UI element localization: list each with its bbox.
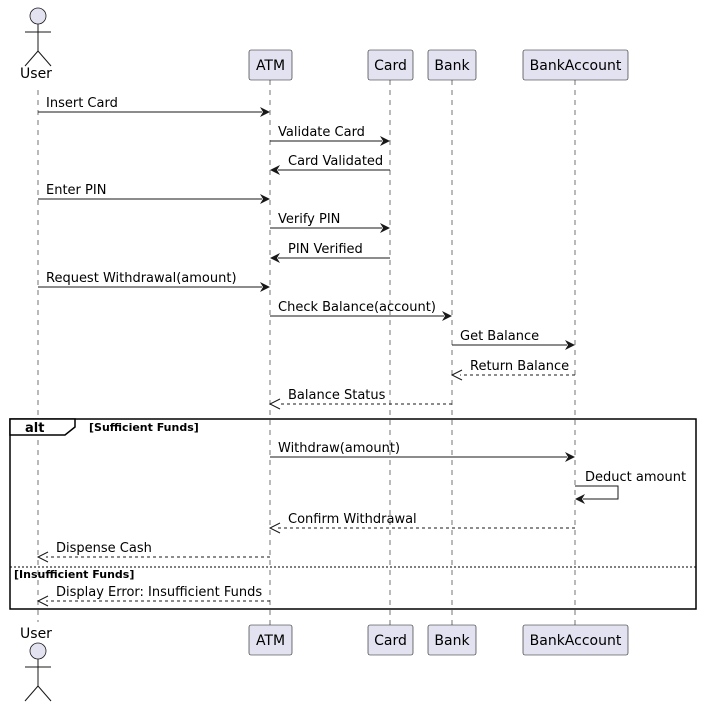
message-return-balance: Return Balance xyxy=(450,359,575,381)
message-confirm-withdrawal: Confirm Withdrawal xyxy=(268,512,575,534)
message-label: Verify PIN xyxy=(278,212,340,227)
participant-bank-label: Bank xyxy=(434,633,470,649)
message-label: Validate Card xyxy=(278,125,365,140)
participant-atm-bottom: ATM xyxy=(248,624,293,656)
lifelines xyxy=(37,80,576,626)
message-validate-card: Validate Card xyxy=(270,125,390,146)
message-label: Dispense Cash xyxy=(56,541,152,556)
message-label: Display Error: Insufficient Funds xyxy=(56,585,262,600)
alt-fragment: alt [Sufficient Funds] [Insufficient Fun… xyxy=(9,418,697,610)
messages: Insert Card Validate Card Card Validated… xyxy=(36,96,686,607)
message-label: Return Balance xyxy=(470,359,569,374)
participant-card-bottom: Card xyxy=(367,624,414,656)
alt-frame xyxy=(9,418,697,610)
message-label: Card Validated xyxy=(288,154,383,169)
message-pin-verified: PIN Verified xyxy=(270,242,390,263)
participant-card-label: Card xyxy=(374,58,407,74)
message-label: Withdraw(amount) xyxy=(278,441,400,456)
participant-bank-top: Bank xyxy=(427,49,477,81)
actor-label-bottom: User xyxy=(20,626,52,642)
message-label: Confirm Withdrawal xyxy=(288,512,417,527)
participant-bankaccount-label: BankAccount xyxy=(530,58,622,74)
message-label: Balance Status xyxy=(288,388,386,403)
message-card-validated: Card Validated xyxy=(270,154,390,175)
message-withdraw: Withdraw(amount) xyxy=(270,441,575,462)
actor-user-top: User xyxy=(20,7,52,82)
participant-atm-top: ATM xyxy=(248,49,293,81)
message-label: Get Balance xyxy=(460,329,539,344)
message-balance-status: Balance Status xyxy=(268,388,452,410)
message-label: PIN Verified xyxy=(288,242,363,257)
message-label: Request Withdrawal(amount) xyxy=(46,271,237,286)
message-request-withdrawal: Request Withdrawal(amount) xyxy=(38,271,270,292)
participant-bankaccount-top: BankAccount xyxy=(522,49,629,81)
participant-atm-label: ATM xyxy=(256,58,285,74)
message-enter-pin: Enter PIN xyxy=(38,183,270,204)
message-get-balance: Get Balance xyxy=(452,329,575,350)
alt-guard-insufficient: [Insufficient Funds] xyxy=(14,568,134,581)
stick-figure-icon xyxy=(24,642,52,702)
message-label: Enter PIN xyxy=(46,183,106,198)
participant-card-top: Card xyxy=(367,49,414,81)
participant-bank-bottom: Bank xyxy=(427,624,477,656)
message-label: Insert Card xyxy=(46,96,118,111)
message-dispense-cash: Dispense Cash xyxy=(36,541,270,563)
message-check-balance: Check Balance(account) xyxy=(270,300,452,321)
message-insert-card: Insert Card xyxy=(38,96,270,117)
message-label: Deduct amount xyxy=(585,470,686,485)
alt-tab xyxy=(9,418,76,436)
participant-card-label: Card xyxy=(374,633,407,649)
message-label: Check Balance(account) xyxy=(278,300,436,315)
actor-label-top: User xyxy=(20,66,52,82)
participant-bank-label: Bank xyxy=(434,58,470,74)
participant-bankaccount-bottom: BankAccount xyxy=(522,624,629,656)
message-deduct-amount: Deduct amount xyxy=(575,470,686,504)
alt-keyword: alt xyxy=(25,421,44,436)
participant-bankaccount-label: BankAccount xyxy=(530,633,622,649)
message-verify-pin: Verify PIN xyxy=(270,212,390,233)
actor-user-bottom: User xyxy=(20,626,52,702)
stick-figure-icon xyxy=(24,7,52,67)
participant-atm-label: ATM xyxy=(256,633,285,649)
message-display-error: Display Error: Insufficient Funds xyxy=(36,585,270,607)
alt-guard-sufficient: [Sufficient Funds] xyxy=(89,421,199,434)
